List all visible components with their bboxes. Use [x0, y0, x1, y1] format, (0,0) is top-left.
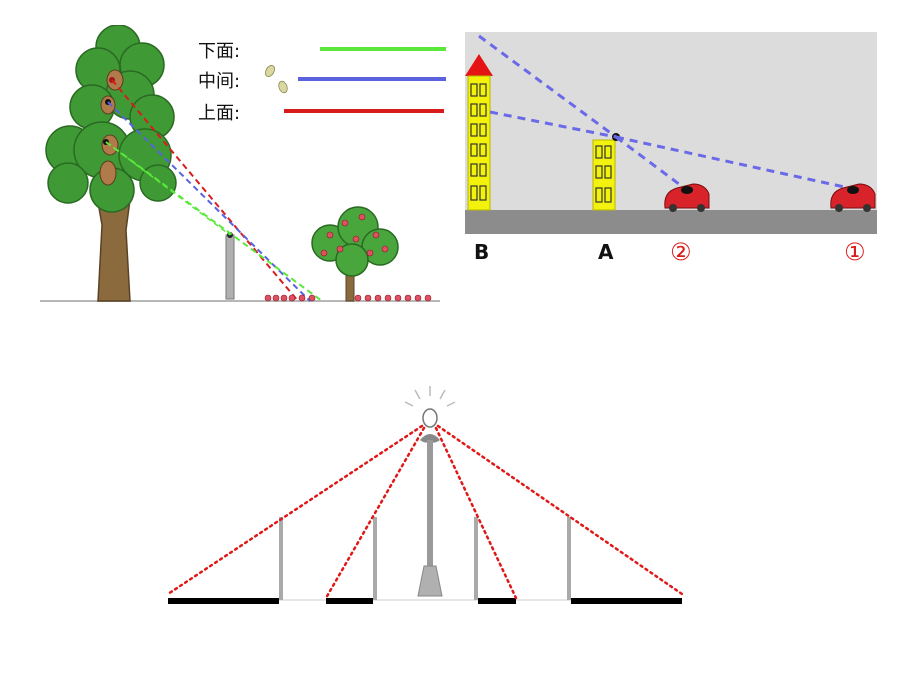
ray-to-shadow-2	[324, 426, 426, 600]
sightline-middle-blue	[107, 101, 311, 302]
apples	[264, 213, 432, 302]
lamp-base	[417, 565, 443, 597]
sightline-b-high-to-a	[478, 34, 617, 139]
ray-to-shadow-1	[166, 424, 424, 596]
label-car-1: ①	[844, 238, 866, 266]
street-panel: B A ② ①	[465, 32, 877, 294]
legend-item-middle: 中间:	[198, 67, 446, 92]
light-glow-lines	[404, 386, 456, 407]
falling-leaves	[265, 65, 288, 94]
sightline-top-red	[111, 79, 299, 302]
sightline-a-to-car1	[615, 135, 850, 190]
street-illustration	[465, 32, 877, 294]
label-car-2: ②	[670, 238, 692, 266]
sightline-b-mid-to-a	[489, 110, 617, 139]
car-2	[664, 183, 710, 212]
lamp-bulb	[422, 408, 438, 428]
sightline-bottom-green	[105, 141, 323, 302]
lamp-pole	[427, 440, 433, 576]
building-b-roof	[465, 54, 493, 76]
tree-illustration	[40, 25, 440, 302]
building-b	[465, 54, 493, 211]
shadow-1	[168, 598, 279, 604]
posts	[279, 517, 571, 600]
post-4	[567, 517, 571, 600]
lamp-head	[420, 434, 440, 443]
ray-to-shadow-4	[436, 424, 684, 596]
legend-swatch-top	[284, 109, 444, 113]
legend-label-middle: 中间:	[198, 71, 241, 92]
shadow-3	[478, 598, 516, 604]
legend-label-bottom: 下面:	[198, 41, 241, 62]
label-b: B	[474, 240, 490, 264]
post-1	[279, 517, 283, 600]
legend-swatch-middle	[298, 77, 446, 81]
road	[465, 210, 877, 234]
lamp-illustration	[166, 386, 684, 604]
shadow-4	[571, 598, 682, 604]
shadow-2	[326, 598, 373, 604]
legend: 下面: 中间: 上面:	[198, 35, 446, 135]
post	[225, 234, 235, 300]
post-3	[474, 517, 478, 600]
post-2	[373, 517, 377, 600]
tree-panel: 下面: 中间: 上面:	[40, 25, 446, 303]
legend-swatch-bottom	[320, 47, 446, 51]
legend-item-top: 上面:	[198, 99, 446, 124]
ray-to-shadow-3	[434, 426, 518, 600]
light-rays	[166, 424, 684, 600]
label-a: A	[598, 240, 614, 264]
car-1	[830, 183, 876, 212]
lamp-panel	[160, 380, 690, 610]
sightline-a-to-car2	[615, 135, 688, 192]
shadows	[168, 598, 682, 604]
legend-label-top: 上面:	[198, 103, 241, 124]
sightline-bottom-green-upper	[105, 141, 231, 236]
label-strip	[465, 234, 877, 294]
sightlines	[478, 34, 850, 192]
big-tree-foliage	[45, 25, 177, 213]
legend-item-bottom: 下面:	[198, 37, 446, 62]
